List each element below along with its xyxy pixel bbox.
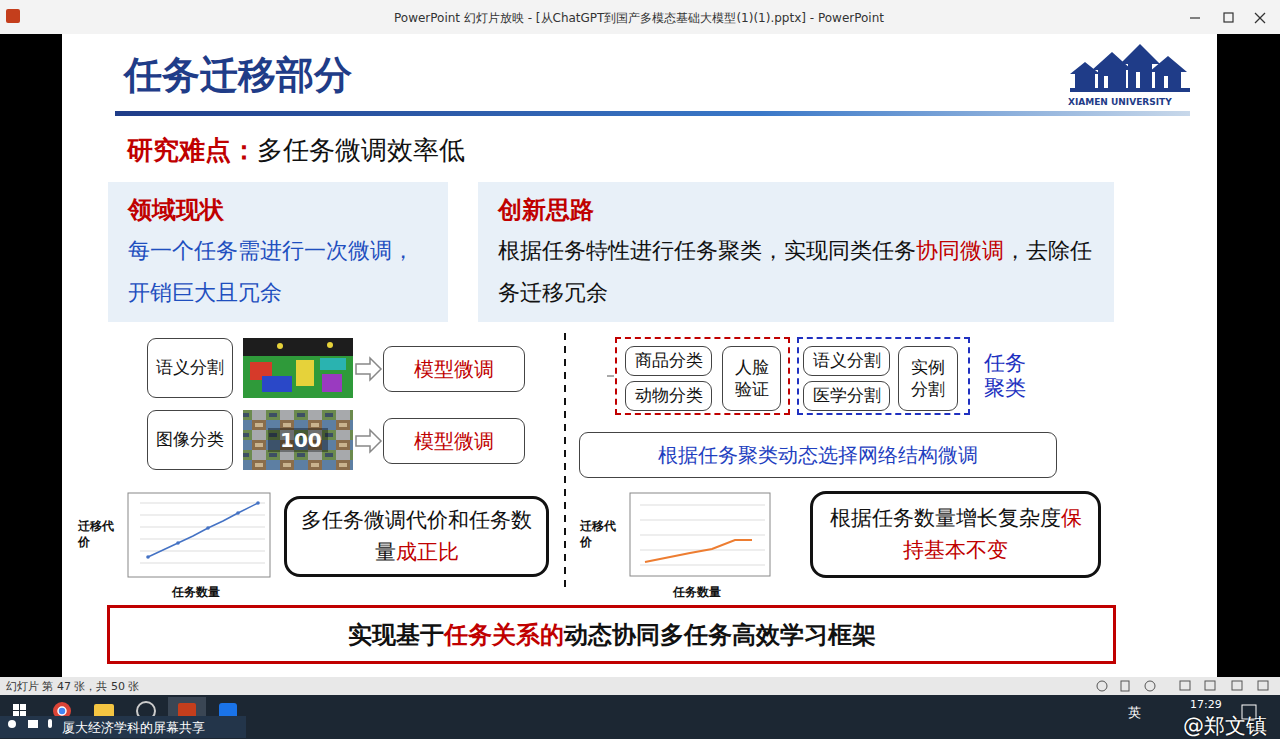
divider-line <box>564 333 566 588</box>
status-panel: 领域现状每一个任务需进行一次微调，开销巨大且冗余 <box>108 182 448 322</box>
node-text: 协同微调 <box>916 238 1004 263</box>
node-text: 根据任务特性进行任务聚类，实现同类任务 <box>498 238 916 263</box>
label-text: 任务数量 <box>673 584 721 601</box>
task-box: 图像分类 <box>147 410 233 470</box>
label-text: 幻灯片 第 47 张，共 50 张 <box>6 679 139 694</box>
node-text: 医学分割 <box>813 385 881 405</box>
text-line: 模型微调 <box>414 429 494 454</box>
app-icon <box>6 9 20 23</box>
cost-chart-linear <box>128 493 270 577</box>
conclusion-box: 实现基于任务关系的动态协同多任务高效学习框架 <box>107 605 1116 664</box>
text-line: 图像分类 <box>156 429 224 450</box>
tick-mark <box>607 376 614 377</box>
slide <box>62 34 1217 677</box>
label-text: 17:29 <box>1190 698 1222 711</box>
text-line: 每一个任务需进行一次微调，开销巨大且冗余 <box>128 230 428 314</box>
task-box: 人脸验证 <box>722 346 781 411</box>
cluster-group: 语义分割医学分割 实例分割 <box>797 337 970 415</box>
node-text: 每一个任务需进行一次微调，开销巨大且冗余 <box>128 238 414 305</box>
text-line: 商品分类 <box>635 350 703 371</box>
node-text: 动态协同多任务高效学习框架 <box>564 621 876 649</box>
node-text: 根据任务聚类动态选择网络结构微调 <box>658 443 978 467</box>
label-text: 迁移代价 <box>78 519 116 550</box>
status-bar <box>0 677 1280 695</box>
task-box: 语义分割 <box>147 338 233 398</box>
cluster-group: 商品分类动物分类 人脸验证 <box>615 337 790 415</box>
window-controls <box>1190 13 1265 23</box>
statement-box: 根据任务数量增长复杂度保持基本不变 <box>810 491 1101 578</box>
title-bar <box>0 0 1280 34</box>
task-box: 动物分类 <box>625 381 712 411</box>
label-text: 100 <box>280 428 322 452</box>
label-text: 厦大经济学科的屏幕共享 <box>62 719 205 737</box>
label-text: 迁移代价 <box>580 519 618 550</box>
classification-image <box>243 410 353 470</box>
idea-panel: 创新思路根据任务特性进行任务聚类，实现同类任务协同微调，去除任务迁移冗余 <box>478 182 1114 322</box>
label-text: 英 <box>1128 704 1141 722</box>
node-text: 语义分割 <box>156 357 224 377</box>
node-text: 创新思路 <box>498 196 594 224</box>
taskbar <box>0 695 1280 739</box>
text-line: 创新思路 <box>498 190 594 230</box>
method-box: 根据任务聚类动态选择网络结构微调 <box>579 432 1057 478</box>
text-line: 实现基于任务关系的动态协同多任务高效学习框架 <box>348 619 876 651</box>
text-line: 多任务微调代价和任务数量成正比 <box>299 505 534 568</box>
text-line: 实例分割 <box>905 357 951 400</box>
share-bar <box>0 716 246 738</box>
university-logo <box>1070 44 1190 92</box>
label-text: 多任务微调效率低 <box>257 133 465 168</box>
finetune-box: 模型微调 <box>383 346 525 392</box>
slide-title: 任务迁移部分 <box>124 50 352 101</box>
text-line: 人脸验证 <box>729 357 774 400</box>
text-line: 根据任务特性进行任务聚类，实现同类任务协同微调，去除任务迁移冗余 <box>498 230 1094 314</box>
node-text: 任务关系的 <box>444 621 564 649</box>
node-text: 图像分类 <box>156 429 224 449</box>
node-text: 实现基于 <box>348 621 444 649</box>
text-line: 动物分类 <box>635 385 703 406</box>
label-text: @郑文镇 <box>1183 712 1267 739</box>
node-text: 成正比 <box>396 540 459 564</box>
title-rule <box>115 111 1190 116</box>
text-line: 语义分割 <box>156 357 224 378</box>
label-text: 任务聚类 <box>984 351 1028 401</box>
node-text: 商品分类 <box>635 350 703 370</box>
node-text: 动物分类 <box>635 385 703 405</box>
text-line: 模型微调 <box>414 357 494 382</box>
cost-chart-flat <box>630 493 770 576</box>
text-line: 语义分割 <box>813 350 881 371</box>
text-line: 医学分割 <box>813 385 881 406</box>
node-text: 根据任务数量增长复杂度 <box>830 506 1061 530</box>
text-line: 根据任务数量增长复杂度保持基本不变 <box>825 503 1086 566</box>
status-icons <box>1097 681 1268 691</box>
statement-box: 多任务微调代价和任务数量成正比 <box>284 496 549 577</box>
heading-row: 研究难点：多任务微调效率低 <box>127 133 465 168</box>
task-box: 语义分割 <box>803 346 890 376</box>
finetune-box: 模型微调 <box>383 418 525 464</box>
text-line: 根据任务聚类动态选择网络结构微调 <box>658 443 978 468</box>
task-box: 实例分割 <box>898 346 958 411</box>
node-text: 领域现状 <box>128 196 224 224</box>
share-icons <box>8 719 52 728</box>
segmentation-image <box>243 338 353 398</box>
label-text: XIAMEN UNIVERSITY <box>1068 97 1172 107</box>
label-text: 任务数量 <box>172 584 220 601</box>
label-text: 研究难点： <box>127 133 257 168</box>
label-text: PowerPoint 幻灯片放映 - [从ChatGPT到国产多模态基础大模型(… <box>394 10 884 27</box>
node-text: 模型微调 <box>414 429 494 453</box>
text-line: 领域现状 <box>128 190 224 230</box>
task-box: 医学分割 <box>803 381 890 411</box>
node-text: 语义分割 <box>813 350 881 370</box>
node-text: 模型微调 <box>414 357 494 381</box>
task-box: 商品分类 <box>625 346 712 376</box>
node-text: 实例分割 <box>911 357 945 398</box>
hollow-arrow <box>356 358 381 452</box>
node-text: 人脸验证 <box>735 357 769 398</box>
